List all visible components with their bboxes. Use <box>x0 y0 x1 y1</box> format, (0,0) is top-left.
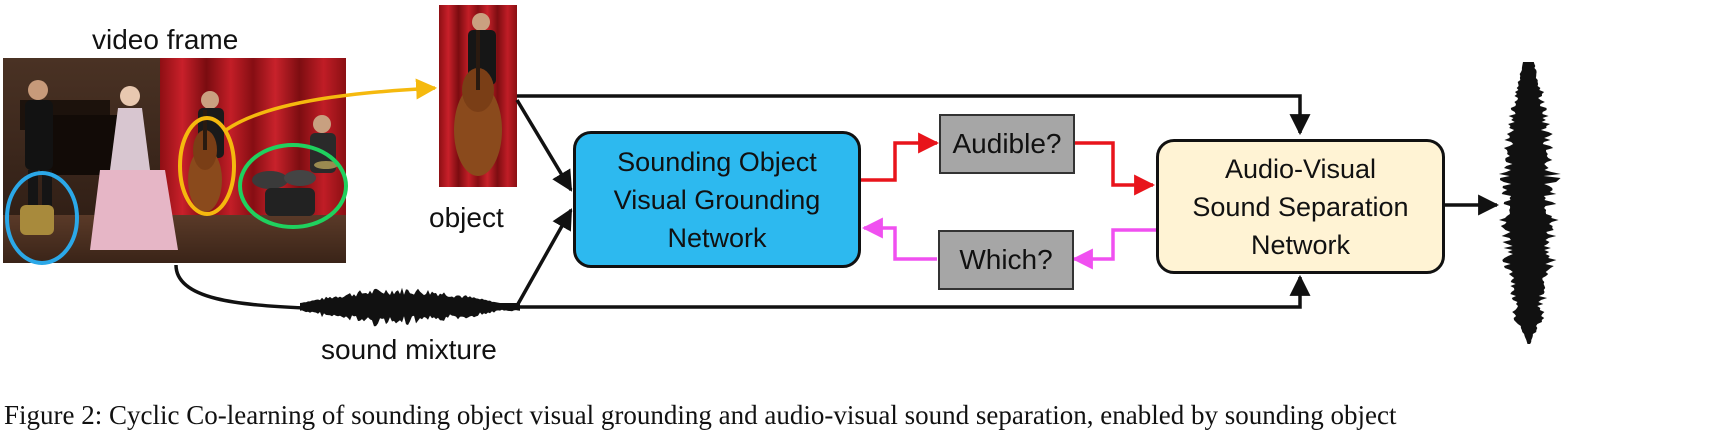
object-to-grounding-arrow <box>515 99 573 192</box>
object-label: object <box>429 202 504 233</box>
frame-to-audio-curve <box>174 264 306 310</box>
grounding-line-1: Sounding Object <box>617 146 817 177</box>
sound-mixture-label: sound mixture <box>321 334 497 365</box>
mixture-to-grounding-arrow <box>516 208 573 305</box>
separation-line-2: Sound Separation <box>1192 191 1409 222</box>
separated-sound-waveform <box>1498 62 1561 344</box>
separation-to-which-arrow <box>1071 228 1156 270</box>
grounding-to-audible-arrow <box>861 132 940 182</box>
object-to-separation-arrow <box>517 94 1311 136</box>
drums-circle <box>238 143 348 229</box>
sound-mixture-waveform <box>300 287 520 327</box>
which-gate-block: Which? <box>938 230 1074 290</box>
video-frame-image <box>3 58 348 265</box>
separation-line-3: Network <box>1250 229 1351 260</box>
video-frame-label: video frame <box>92 24 239 55</box>
grounding-line-3: Network <box>667 222 767 253</box>
trumpet-circle <box>5 171 79 265</box>
visual-grounding-network-block: Sounding Object Visual Grounding Network <box>573 131 861 268</box>
audible-gate-block: Audible? <box>939 114 1075 174</box>
sound-separation-network-block: Audio-Visual Sound Separation Network <box>1156 139 1445 274</box>
yellow-crop-arrow <box>225 78 438 132</box>
mixture-to-separation-arrow <box>518 274 1311 309</box>
audible-to-separation-arrow <box>1075 141 1156 196</box>
separation-line-1: Audio-Visual <box>1224 153 1377 184</box>
figure-caption: Figure 2: Cyclic Co-learning of sounding… <box>4 400 1397 430</box>
grounding-line-2: Visual Grounding <box>613 184 821 215</box>
bass-circle <box>178 116 236 216</box>
which-to-grounding-arrow <box>861 217 937 261</box>
object-image <box>439 5 517 187</box>
